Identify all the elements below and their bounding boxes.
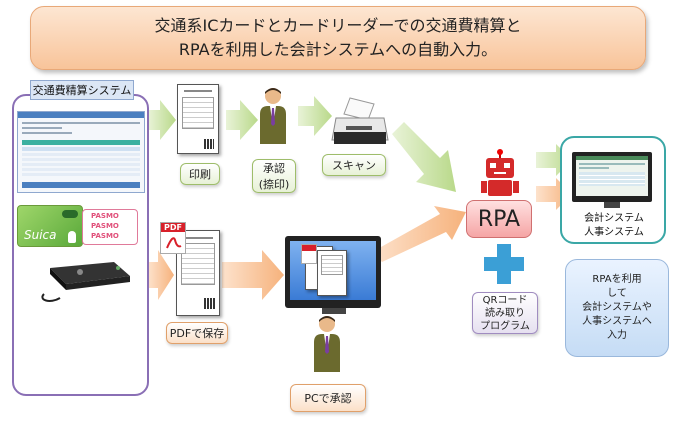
arrow-scan-to-rpa xyxy=(392,122,456,192)
approve-label: 承認 (捺印) xyxy=(252,159,296,193)
scanner-icon xyxy=(331,97,389,144)
rpa-note: RPAを利用 して 会計システムや 人事システムへ 入力 xyxy=(565,259,669,357)
pasmo-label-1: PASMO xyxy=(91,212,119,220)
print-label: 印刷 xyxy=(180,163,220,185)
qr-text-3: プログラム xyxy=(480,320,530,332)
arrow-approve-to-scan xyxy=(298,96,332,136)
suica-label: Suica xyxy=(24,228,57,242)
arrow-system-to-print xyxy=(148,100,176,140)
pasmo-card: PASMO PASMO PASMO xyxy=(82,209,138,245)
arrow-print-to-approve xyxy=(226,100,258,140)
approve-text-1: 承認 xyxy=(263,162,285,175)
card-reader-icon xyxy=(41,262,130,302)
accounting-label: 会計システム 人事システム xyxy=(568,212,660,242)
note-text-3: 会計システムや xyxy=(582,302,652,313)
pasmo-label-3: PASMO xyxy=(91,232,119,240)
arrow-system-to-pdf xyxy=(148,250,174,300)
note-text-1: RPAを利用 xyxy=(592,274,642,285)
accounting-monitor-stand xyxy=(604,202,620,208)
pdf-file-icon: PDF xyxy=(160,222,186,254)
accounting-monitor-icon xyxy=(572,152,652,202)
monitor-stand xyxy=(322,308,346,314)
pasmo-label-2: PASMO xyxy=(91,222,119,230)
scan-text: スキャン xyxy=(332,159,376,172)
qr-program-label: QRコード 読み取り プログラム xyxy=(472,292,538,334)
arrow-pc-to-rpa xyxy=(372,206,466,262)
scan-label: スキャン xyxy=(322,154,386,176)
pc-approve-label: PCで承認 xyxy=(290,384,366,412)
pdf-tag: PDF xyxy=(161,223,185,232)
approve-text-2: (捺印) xyxy=(258,178,290,191)
banner-line-2: RPAを利用した会計システムへの自動入力。 xyxy=(178,40,498,59)
monitor-icon xyxy=(285,236,381,308)
arrow-pdf-to-pc xyxy=(222,250,284,300)
pc-approve-text: PCで承認 xyxy=(304,392,352,405)
plus-horizontal xyxy=(484,257,524,271)
system-screenshot xyxy=(17,111,145,193)
rpa-box: RPA xyxy=(466,200,532,238)
accounting-text-1: 会計システム xyxy=(584,213,644,224)
banner-line-1: 交通系ICカードとカードリーダーでの交通費精算と xyxy=(154,16,522,35)
pc-approver-person-icon xyxy=(314,316,340,372)
qr-text-2: 読み取り xyxy=(485,307,525,319)
pdf-save-text: PDFで保存 xyxy=(169,327,225,340)
note-text-5: 入力 xyxy=(607,330,627,341)
note-text-4: 人事システムへ xyxy=(582,316,652,327)
printed-document xyxy=(177,84,219,154)
accounting-text-2: 人事システム xyxy=(584,227,644,238)
pdf-document xyxy=(176,230,220,316)
rpa-text: RPA xyxy=(477,206,521,232)
qr-text-1: QRコード xyxy=(482,294,528,306)
print-text: 印刷 xyxy=(189,168,211,181)
expense-system-title: 交通費精算システム xyxy=(30,80,134,100)
title-banner: 交通系ICカードとカードリーダーでの交通費精算と RPAを利用した会計システムへ… xyxy=(30,6,646,70)
suica-card: Suica xyxy=(17,205,83,247)
robot-icon xyxy=(481,149,519,196)
person-icon xyxy=(260,88,286,144)
note-text-2: して xyxy=(607,288,627,299)
pdf-save-label: PDFで保存 xyxy=(166,322,228,344)
